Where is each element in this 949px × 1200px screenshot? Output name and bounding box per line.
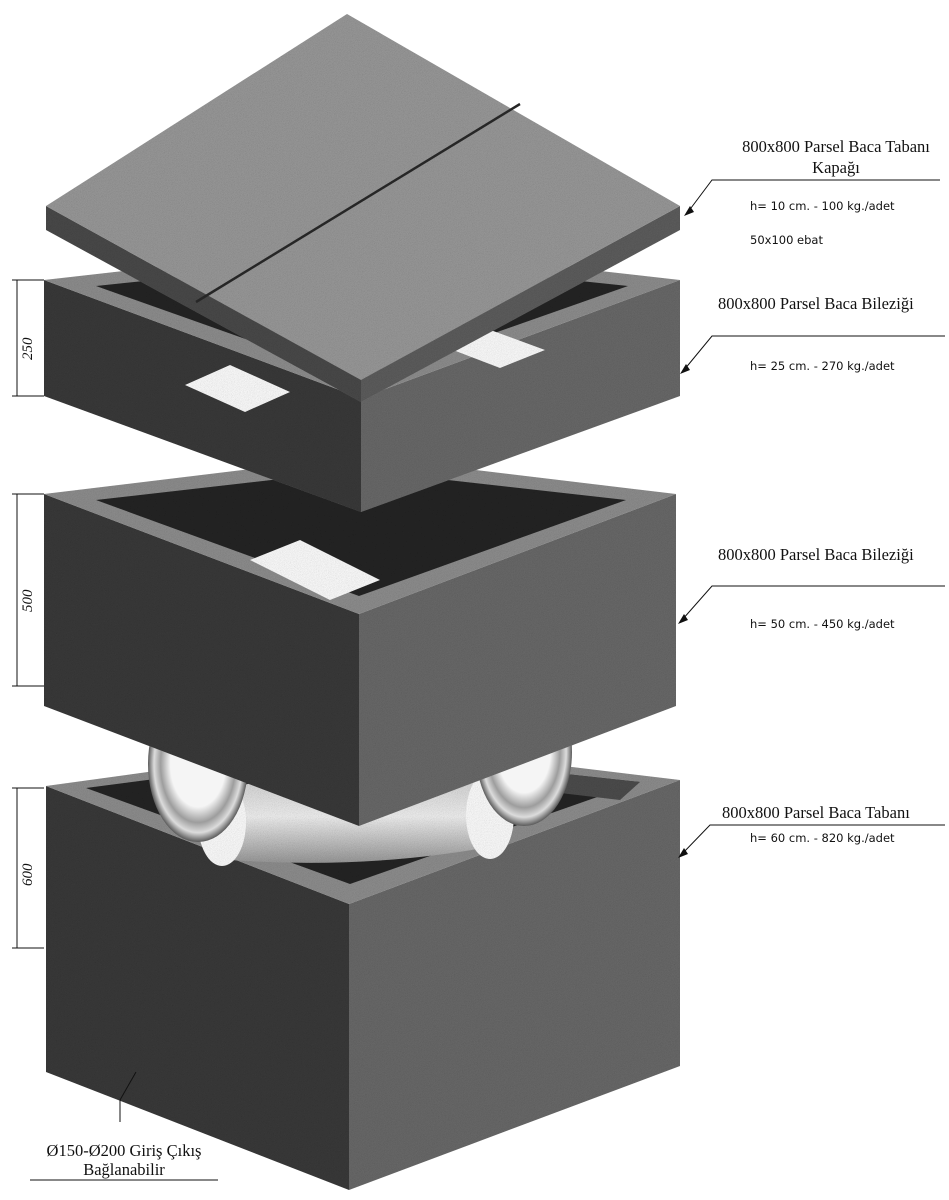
base-title: 800x800 Parsel Baca Tabanı xyxy=(722,803,910,822)
base-left-face xyxy=(46,786,349,1190)
ring500-spec: h= 50 cm. - 450 kg./adet xyxy=(750,617,895,631)
cover-title-line2: Kapağı xyxy=(812,158,860,177)
cover-split-line xyxy=(195,102,521,304)
dimension-markers: 250 500 600 xyxy=(12,279,44,949)
ring500-left-face xyxy=(44,494,359,826)
ring500-inner xyxy=(96,470,626,596)
base-right-face xyxy=(349,780,680,1190)
cover-left-edge xyxy=(46,206,361,402)
component-label-base: 800x800 Parsel Baca Tabanı h= 60 cm. - 8… xyxy=(722,803,910,845)
dimension-600: 600 xyxy=(20,863,36,886)
dimension-500: 500 xyxy=(20,589,36,612)
ring250-right-face xyxy=(361,280,680,512)
ring250-title: 800x800 Parsel Baca Bileziği xyxy=(718,294,914,313)
ring250-left-face xyxy=(44,280,361,512)
cover-unit xyxy=(46,14,680,402)
ring500-title: 800x800 Parsel Baca Bileziği xyxy=(718,545,914,564)
dimension-250: 250 xyxy=(20,337,36,360)
component-label-cover: 800x800 Parsel Baca Tabanı Kapağı h= 10 … xyxy=(742,137,930,247)
inlet-note-line1: Ø150-Ø200 Giriş Çıkış xyxy=(47,1141,202,1160)
component-label-ring-500: 800x800 Parsel Baca Bileziği h= 50 cm. -… xyxy=(718,545,914,631)
ring250-window-left xyxy=(185,365,290,412)
cover-spec-2: 50x100 ebat xyxy=(750,233,823,247)
ring-500-unit xyxy=(44,456,676,826)
callout-leaders xyxy=(30,179,945,1181)
cover-spec-1: h= 10 cm. - 100 kg./adet xyxy=(750,199,895,213)
ring500-window xyxy=(250,540,380,600)
cover-top xyxy=(46,14,680,380)
cover-title-line1: 800x800 Parsel Baca Tabanı xyxy=(742,137,930,156)
ring500-right-face xyxy=(359,494,676,826)
inlet-note-line2: Bağlanabilir xyxy=(83,1160,165,1179)
inlet-note: Ø150-Ø200 Giriş Çıkış Bağlanabilir xyxy=(47,1141,202,1179)
ring250-spec: h= 25 cm. - 270 kg./adet xyxy=(750,359,895,373)
cover-right-edge xyxy=(361,206,680,402)
component-label-ring-250: 800x800 Parsel Baca Bileziği h= 25 cm. -… xyxy=(718,294,914,373)
base-spec: h= 60 cm. - 820 kg./adet xyxy=(750,831,895,845)
